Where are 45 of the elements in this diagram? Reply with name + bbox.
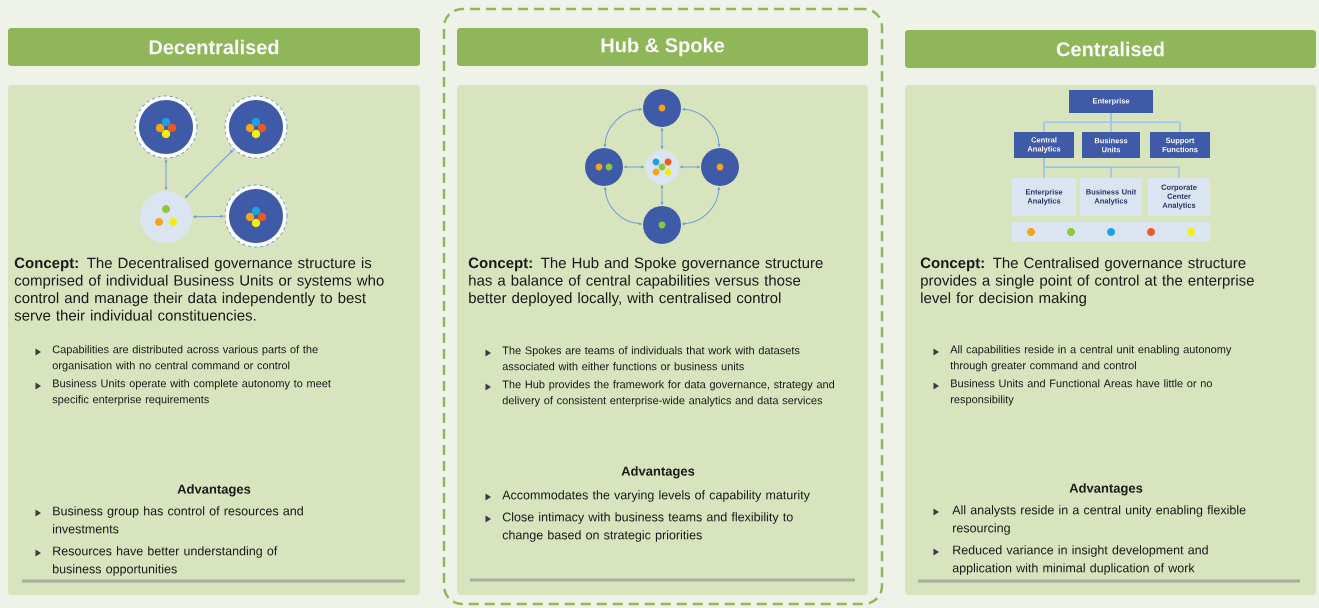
- curved-arrow: [603, 186, 643, 226]
- arrow: [660, 184, 664, 206]
- curved-arrow: [681, 186, 721, 226]
- bullet-item: Business Units operate with complete autonomy to meet specific enterprise requirements: [35, 379, 331, 406]
- spoke-circle: [643, 89, 681, 127]
- bullet-item: Close intimacy with business teams and flexibility to change based on strategic priorities: [485, 512, 793, 542]
- arrow: [184, 149, 234, 199]
- colour-dot-bar: [1012, 222, 1210, 242]
- section-heading: Advantages: [621, 466, 695, 479]
- bullet-item: Accommodates the varying levels of capability maturity: [485, 490, 810, 502]
- bullet-item: The Hub provides the framework for data governance, strategy and delivery of consistent enterprise-wide analytics and data services: [485, 380, 835, 407]
- unit-circle: [134, 95, 198, 159]
- arrow: [623, 165, 645, 169]
- hub-circle: [645, 150, 679, 184]
- connector-line: [1110, 112, 1181, 133]
- unit-circle: [224, 95, 288, 159]
- curved-arrow: [603, 107, 643, 148]
- bullet-item: All analysts reside in a central unity enabling flexible resourcing: [933, 505, 1246, 535]
- bullet-item: Business group has control of resources and investments: [35, 506, 303, 534]
- arrow: [164, 159, 168, 191]
- concept-text: Concept: The Decentralised governance structure is comprised of individual Business Units or systems who control and manage their data independently to best serve their individual constituencies.: [14, 257, 384, 321]
- header-bar: Hub & Spoke: [457, 28, 868, 66]
- bullet-item: Capabilities are distributed across various parts of the organisation with no central command or control: [35, 345, 318, 372]
- arrow: [679, 165, 701, 169]
- bullet-item: Business Units and Functional Areas have little or no responsibility: [933, 379, 1212, 406]
- bullet-item: The Spokes are teams of individuals that work with datasets associated with either functions or business units: [485, 346, 800, 371]
- spoke-circle: [585, 148, 623, 186]
- bullet-item: Resources have better understanding of business opportunities: [35, 546, 278, 576]
- spoke-circle: [701, 148, 739, 186]
- concept-text: Concept: The Hub and Spoke governance structure has a balance of central capabilities versus those better deployed locally, with centralised control: [468, 257, 823, 307]
- dashed-frame: [442, 7, 884, 606]
- unit-circle: [224, 184, 288, 248]
- curved-arrow: [681, 107, 721, 148]
- hub-circle: [140, 191, 192, 243]
- section-heading: Advantages: [177, 484, 251, 497]
- arrow: [660, 127, 664, 150]
- header-bar: Decentralised: [8, 28, 420, 66]
- section-heading: Advantages: [1069, 483, 1143, 496]
- bullet-item: Reduced variance in insight development and application with minimal duplication of work: [933, 545, 1208, 575]
- header-bar: Centralised: [905, 30, 1316, 68]
- arrow: [192, 214, 224, 219]
- bullet-item: All capabilities reside in a central unit enabling autonomy through greater command and control: [933, 345, 1232, 372]
- connector-line: [1043, 157, 1180, 179]
- concept-text: Concept: The Centralised governance structure provides a single point of control at the enterprise level for decision making: [920, 257, 1254, 307]
- spoke-circle: [643, 206, 681, 244]
